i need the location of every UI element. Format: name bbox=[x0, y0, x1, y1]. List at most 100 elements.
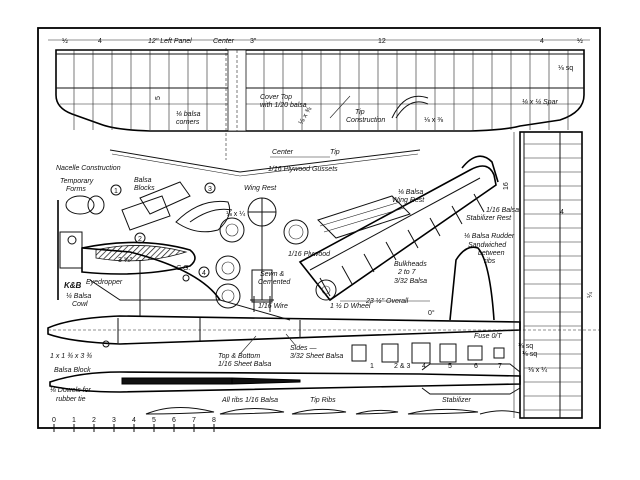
bulkhead-4: 4 bbox=[422, 363, 426, 370]
fuselage-frame bbox=[473, 193, 485, 213]
scale-bar: 0 1 2 3 4 5 6 7 8 bbox=[52, 417, 216, 432]
fuselage-frames bbox=[319, 193, 485, 297]
bulkhead-1: 1 bbox=[370, 363, 374, 370]
dowels-label-2: rubber tie bbox=[56, 396, 86, 403]
wing-cover-top-2: with 1/20 balsa bbox=[260, 102, 307, 109]
fuselage-frame bbox=[407, 229, 419, 249]
wing-dim-12: 12 bbox=[378, 38, 386, 45]
nacelle-cross-dim: ⅛ x ¼ bbox=[226, 211, 245, 218]
stab-dim-16: 16 bbox=[503, 182, 510, 190]
bulkheads: Bulkheads bbox=[394, 261, 427, 268]
step-3: 3 bbox=[208, 186, 212, 193]
plan-border bbox=[37, 27, 601, 429]
sewn-label: Sewn & bbox=[260, 271, 284, 278]
balsa-block: Balsa Block bbox=[54, 367, 91, 374]
bulkheads-2: 2 to 7 bbox=[397, 269, 417, 276]
wing-tip-construction-2: Construction bbox=[346, 117, 385, 124]
stab-dim-4: 4 bbox=[560, 209, 564, 216]
nacelle-construction: Nacelle Construction Temporary Forms Bal… bbox=[56, 165, 331, 312]
fuselage-side-view: Fuse 0/T Top & Bottom 1/16 Sheet Balsa S… bbox=[47, 246, 600, 403]
cowl-label: ¼ Balsa bbox=[66, 293, 91, 300]
dowels-label: ⅛ Dowels for bbox=[50, 387, 92, 394]
scale-tick-label: 2 bbox=[92, 417, 96, 424]
wing-center-label: Center bbox=[213, 38, 235, 45]
scale-ticks: 0 1 2 3 4 5 6 7 8 bbox=[52, 417, 216, 432]
stab-dim-b: ⅛ x ¼ bbox=[528, 367, 547, 374]
fuselage-frame bbox=[341, 265, 353, 285]
scale-tick-label: 5 bbox=[152, 417, 156, 424]
fuselage-frame bbox=[363, 253, 375, 273]
stab-dim-a: ¼ bbox=[587, 292, 594, 298]
wing-dim-right-half: ½ bbox=[577, 37, 583, 45]
plywood-gussets: 1/16 Plywood Gussets bbox=[268, 166, 338, 173]
incidence-degree: 0° bbox=[428, 309, 435, 317]
wing-ribs bbox=[73, 50, 569, 130]
fuselage-construction: ⅛ Balsa Wing Rest 1/16 Balsa Stabilizer … bbox=[298, 155, 519, 317]
block-dim: 1 x 1 ¾ x 3 ¾ bbox=[50, 353, 92, 360]
wing-dim-right: 4 bbox=[540, 38, 544, 45]
nacelle-dim-32: 3 ⅝" bbox=[118, 257, 133, 264]
eyedropper-label: Eyedropper bbox=[86, 279, 123, 286]
scale-tick-label: 0 bbox=[52, 417, 56, 424]
scale-tick-label: 3 bbox=[112, 417, 116, 424]
bulkhead-5: 5 bbox=[448, 363, 452, 370]
scale-tick-label: 8 bbox=[212, 417, 216, 424]
bulkheads-3: 3/32 Balsa bbox=[394, 278, 427, 285]
scale-tick-label: 4 bbox=[132, 417, 136, 424]
top-bottom-label: Top & Bottom bbox=[218, 353, 260, 360]
stabilizer-label: Stabilizer bbox=[442, 397, 471, 404]
scale-tick-label: 6 bbox=[172, 417, 176, 424]
scale-tick-label: 7 bbox=[192, 417, 196, 424]
dihedral-tip: Tip bbox=[330, 149, 340, 156]
bulkhead-23: 2 & 3 bbox=[394, 363, 410, 370]
sides-label: Sides — bbox=[290, 345, 317, 352]
bulkhead-6: 6 bbox=[474, 363, 478, 370]
step-4: 4 bbox=[202, 270, 206, 277]
fuselage-frame bbox=[451, 205, 463, 225]
top-bottom-label-2: 1/16 Sheet Balsa bbox=[218, 361, 271, 368]
stab-rest: 1/16 Balsa bbox=[486, 207, 519, 214]
stabilizer-ribs bbox=[524, 143, 582, 411]
kb-engine: K&B bbox=[64, 281, 82, 290]
temporary-forms: Temporary bbox=[60, 178, 94, 185]
balsa-blocks: Balsa bbox=[134, 177, 152, 184]
wing-cover-top: Cover Top bbox=[260, 94, 292, 101]
balsa-blocks-2: Blocks bbox=[134, 185, 155, 192]
wing-dim-3: 3" bbox=[250, 38, 257, 45]
dihedral-center: Center bbox=[272, 149, 294, 156]
wing-dihedral-view: Center Tip 1/16 Plywood Gussets bbox=[109, 149, 421, 177]
fuse-datum: Fuse 0/T bbox=[474, 333, 502, 340]
wing-rest-balsa-2: Wing Rest bbox=[392, 197, 425, 204]
all-ribs-label: All ribs 1/16 Balsa bbox=[221, 397, 278, 404]
sandwiched: Sandwiched bbox=[468, 242, 507, 249]
temporary-forms-2: Forms bbox=[66, 186, 86, 193]
wing-tip-construction: Tip bbox=[355, 109, 365, 116]
rib-templates: All ribs 1/16 Balsa Tip Ribs Stabilizer bbox=[145, 397, 521, 415]
wing-dim-left-half: ½ bbox=[62, 37, 68, 45]
step-2: 2 bbox=[138, 236, 142, 243]
tip-ribs-label: Tip Ribs bbox=[310, 397, 336, 404]
fuse-sq: ⅛ sq bbox=[518, 343, 533, 350]
wing-balsa-corners-2: corners bbox=[176, 119, 200, 126]
sides-label-2: 3/32 Sheet Balsa bbox=[290, 353, 343, 360]
bulkhead-7: 7 bbox=[498, 363, 502, 370]
stab-dim-sq: ⅛ sq bbox=[522, 351, 537, 358]
wing-spar-small: ⅛ x ⅜ bbox=[424, 117, 443, 124]
sandwiched-2: between bbox=[478, 250, 505, 257]
wheel-label: 1 ½ D Wheel bbox=[330, 302, 371, 310]
step-1: 1 bbox=[114, 188, 118, 195]
rudder-label: ⅛ Balsa Rudder bbox=[464, 233, 515, 240]
wing-sq: ⅛ sq bbox=[558, 65, 573, 72]
wing-plan: ½ 4 12" Left Panel Center 3" 12 4 ½ ⅛ sq… bbox=[48, 37, 590, 160]
wire-label: 1/16 Wire bbox=[258, 303, 288, 310]
cg-label: C.G. bbox=[176, 265, 190, 272]
wing-balsa-corners: ⅛ balsa bbox=[176, 111, 201, 118]
nacelle-title: Nacelle Construction bbox=[56, 165, 121, 172]
plywood-label: 1/16 Plywood bbox=[288, 251, 331, 258]
cowl-label-2: Cowl bbox=[72, 301, 88, 308]
wing-spar: ⅛ x ¼ Spar bbox=[522, 99, 558, 106]
scale-tick-label: 1 bbox=[72, 417, 76, 424]
sewn-label-2: Cemented bbox=[258, 279, 291, 286]
wing-dim-5: 5 bbox=[155, 96, 162, 100]
